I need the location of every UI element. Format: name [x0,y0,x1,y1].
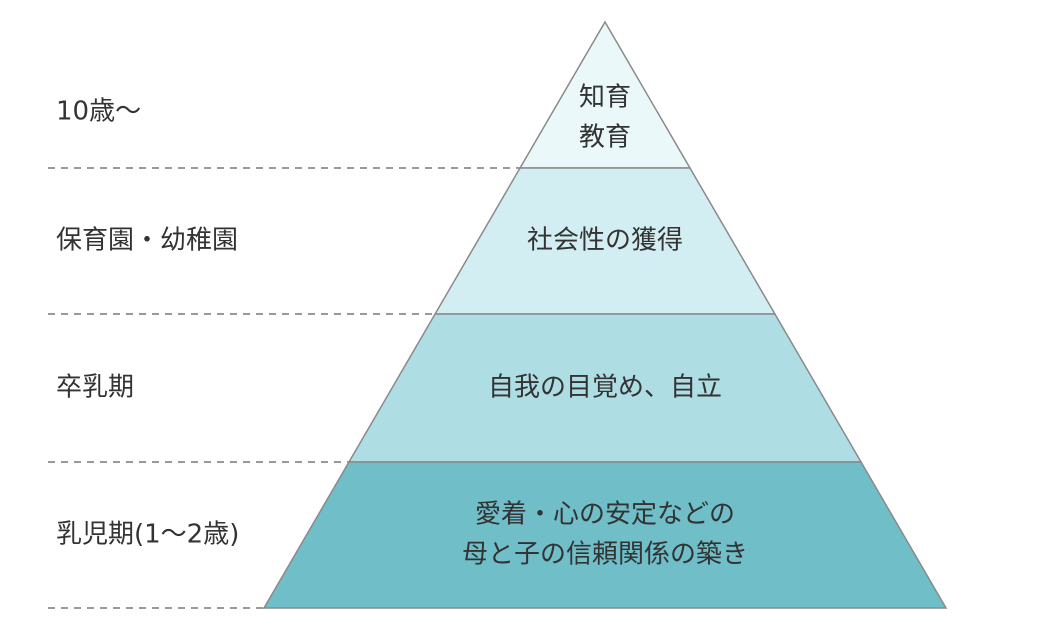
tier-3-text-line-1: 自我の目覚め、自立 [488,373,722,403]
tier-4-text-line-2: 母と子の信頼関係の築き [462,540,748,570]
tier-1-text-line-1: 知育 [579,83,631,113]
stage-label-4: 乳児期(1〜2歳) [56,520,239,550]
stage-label-3: 卒乳期 [56,373,134,403]
stage-label-1: 10歳〜 [56,97,141,127]
stage-label-2: 保育園・幼稚園 [56,226,238,256]
pyramid-tier-4 [262,461,948,609]
tier-4-text-line-1: 愛着・心の安定などの [475,500,735,530]
dividers [48,167,521,609]
tier-1-text-line-2: 教育 [579,123,631,153]
tier-2-text-line-1: 社会性の獲得 [527,226,683,256]
